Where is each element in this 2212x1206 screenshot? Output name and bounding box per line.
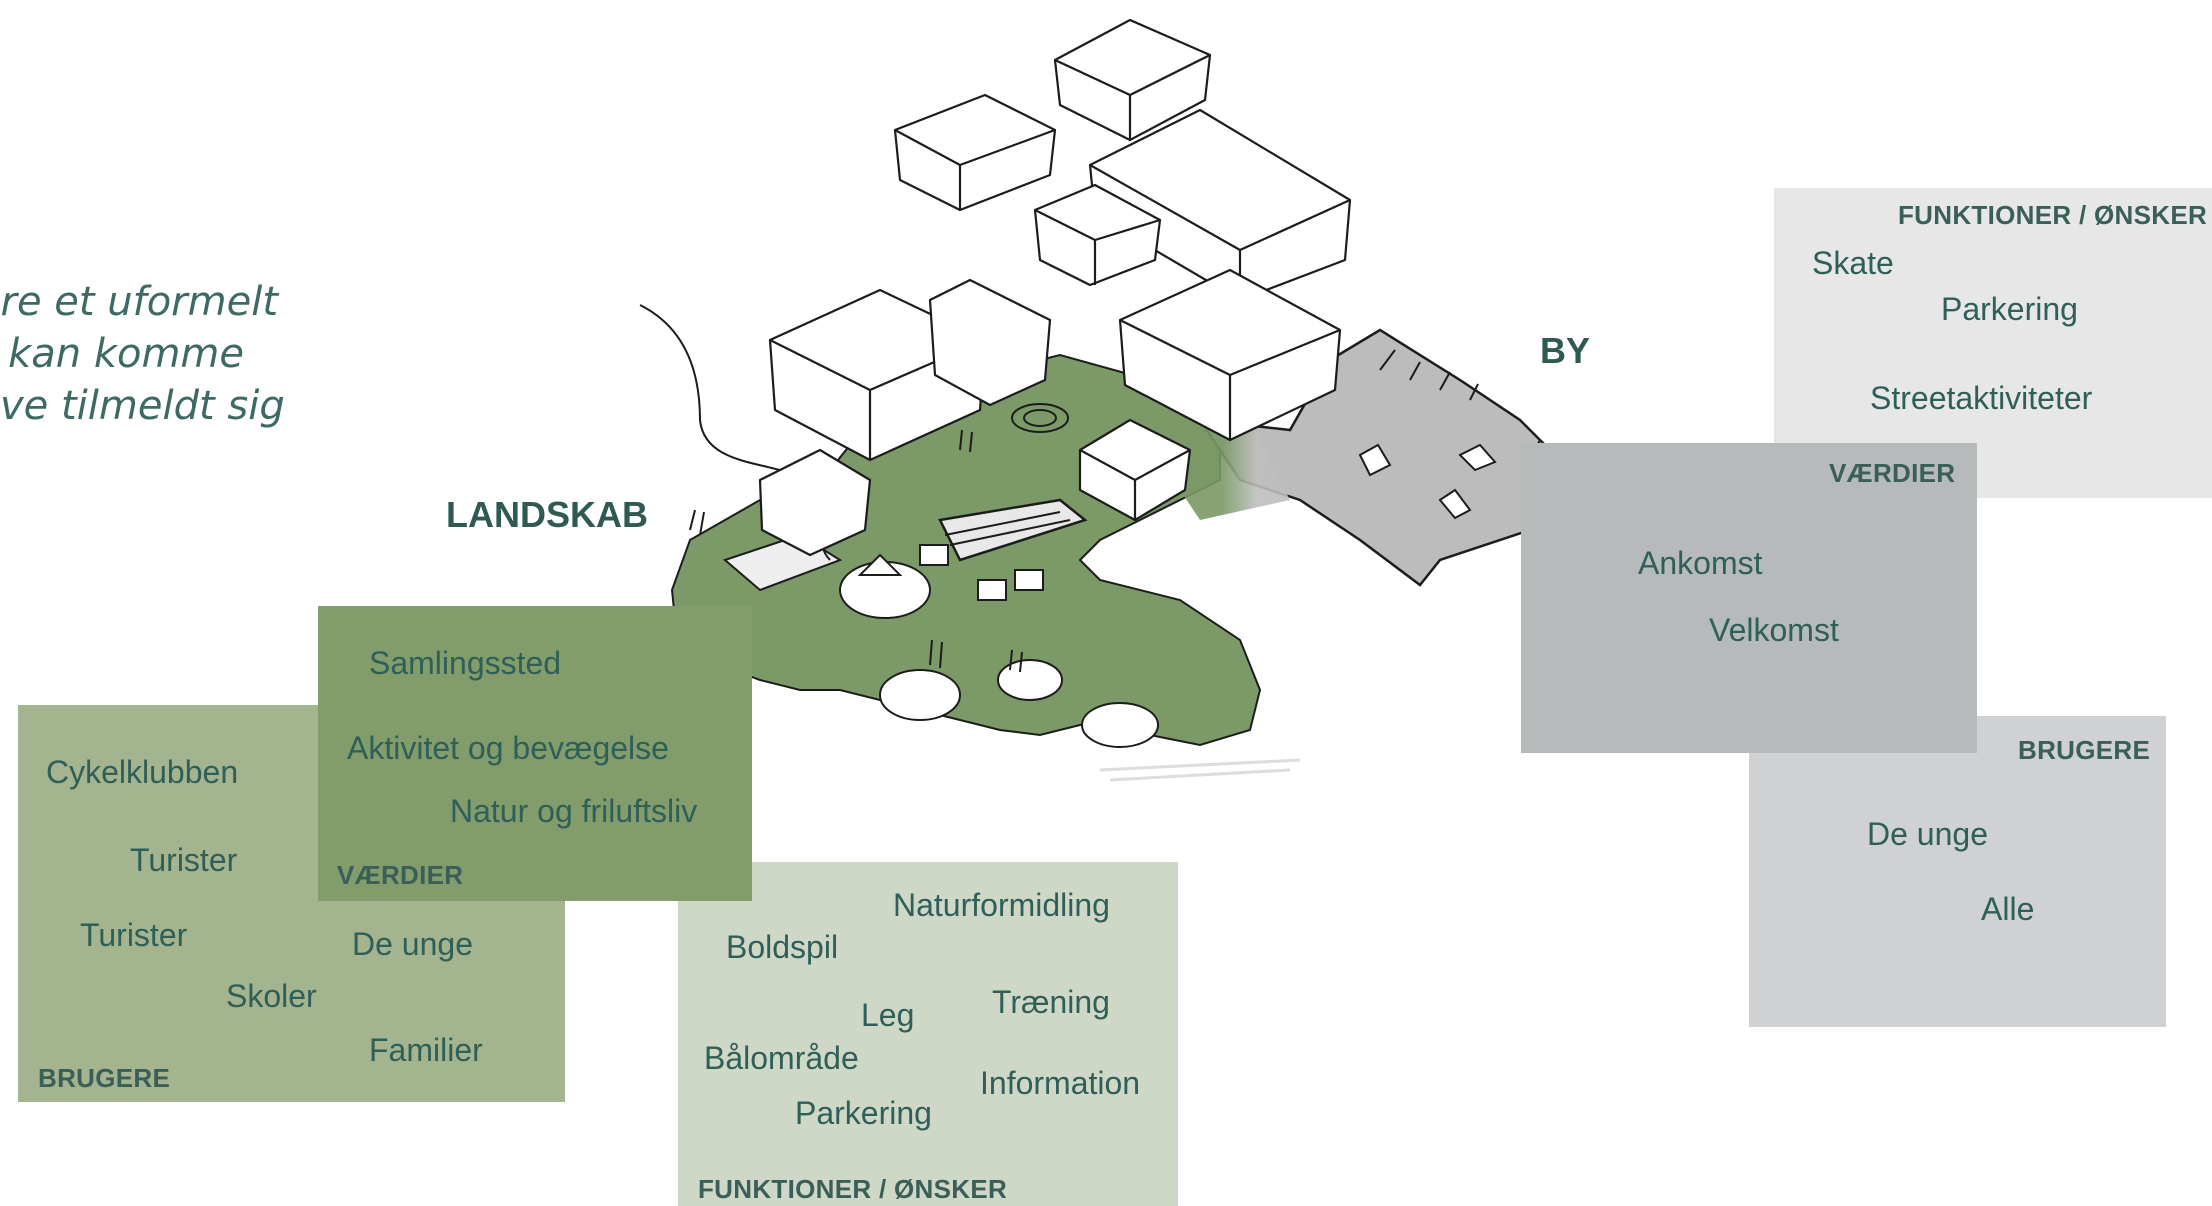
by-brugere-item: De unge xyxy=(1867,816,1988,852)
landskab-brugere-item: Turister xyxy=(80,917,188,953)
landskab-title: LANDSKAB xyxy=(446,494,648,535)
landskab-funktioner-item: Træning xyxy=(992,984,1110,1020)
landskab-brugere-item: Cykelklubben xyxy=(46,754,239,790)
by-brugere-item: Alle xyxy=(1981,891,2035,927)
landskab-vaerdier-item: Samlingssted xyxy=(369,645,562,681)
landskab-funktioner-item: Parkering xyxy=(795,1095,932,1131)
quote-line-1: re et uformelt xyxy=(0,279,279,325)
by-funktioner-item: Skate xyxy=(1812,245,1894,281)
landskab-funktioner-item: Naturformidling xyxy=(893,887,1110,923)
by-vaerdier-box xyxy=(1521,443,1977,753)
landskab-funktioner-item: Bålområde xyxy=(704,1040,859,1076)
landskab-vaerdier-box xyxy=(318,606,752,901)
landskab-funktioner-box xyxy=(678,862,1178,1206)
landskab-brugere-item: Familier xyxy=(369,1032,483,1068)
quote-line-3: ve tilmeldt sig xyxy=(0,383,285,429)
landskab-vaerdier-heading: VÆRDIER xyxy=(337,860,464,890)
quote-text: re et uformelt kan komme ve tilmeldt sig xyxy=(0,276,285,432)
by-funktioner-heading: FUNKTIONER / ØNSKER xyxy=(1898,200,2208,230)
by-brugere-heading: BRUGERE xyxy=(2018,735,2151,765)
landskab-brugere-item: Skoler xyxy=(226,978,317,1014)
by-title: BY xyxy=(1540,330,1591,371)
landskab-brugere-item: De unge xyxy=(352,926,473,962)
by-vaerdier-item: Velkomst xyxy=(1709,612,1839,648)
by-vaerdier-item: Ankomst xyxy=(1638,545,1763,581)
quote-line-2: kan komme xyxy=(8,331,244,377)
landskab-funktioner-item: Information xyxy=(980,1065,1141,1101)
landskab-vaerdier-item: Natur og friluftsliv xyxy=(450,793,698,829)
landskab-brugere-heading: BRUGERE xyxy=(38,1063,171,1093)
by-funktioner-item: Parkering xyxy=(1941,291,2078,327)
landskab-vaerdier-item: Aktivitet og bevægelse xyxy=(347,730,669,766)
landskab-funktioner-item: Boldspil xyxy=(726,929,839,965)
by-funktioner-item: Streetaktiviteter xyxy=(1870,380,2093,416)
by-brugere-box xyxy=(1749,716,2166,1027)
by-vaerdier-heading: VÆRDIER xyxy=(1829,458,1956,488)
landskab-brugere-item: Turister xyxy=(130,842,238,878)
landskab-funktioner-heading: FUNKTIONER / ØNSKER xyxy=(698,1174,1008,1204)
landskab-funktioner-item: Leg xyxy=(861,997,915,1033)
